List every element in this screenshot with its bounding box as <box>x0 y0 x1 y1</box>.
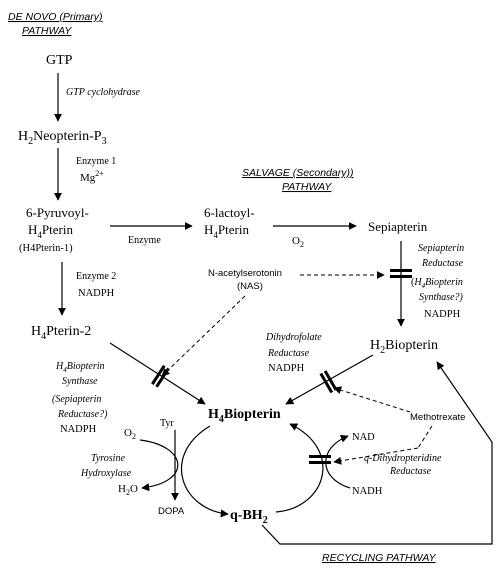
pyruvoyl-label-line2: H4Pterin <box>28 222 73 240</box>
tyrosine-hydroxylase-line2: Hydroxylase <box>80 468 132 479</box>
tyrosine-hydroxylase-line1: Tyrosine <box>91 453 125 464</box>
sepiapterin-label: Sepiapterin <box>368 219 428 234</box>
de-novo-heading-line2: PATHWAY <box>22 25 72 37</box>
nad-label: NAD <box>352 432 375 443</box>
sepiapterin-reductase-line4: Synthase?) <box>419 292 464 303</box>
de-novo-heading: DE NOVO (Primary) <box>8 11 103 23</box>
pyruvoyl-label-line3: (H4Pterin-1) <box>19 243 73 254</box>
o2-to-h2o-curve <box>139 439 179 492</box>
tyr-label: Tyr <box>160 418 174 429</box>
h4pterin2-label: H4Pterin-2 <box>31 324 91 342</box>
sepiapterin-reductase-nadph: NADPH <box>424 309 461 320</box>
dhfr-line2: Reductase <box>267 348 310 359</box>
h2o-label: H2O <box>118 483 138 497</box>
qbh2-to-h4biopterin-curve <box>275 423 324 513</box>
nas-label-line2: (NAS) <box>237 281 263 292</box>
lactoyl-label-line1: 6-lactoyl- <box>204 205 255 220</box>
recycling-pathway-arrow <box>261 361 493 545</box>
dopa-label: DOPA <box>158 506 185 517</box>
sepiapterin-reductase-line1: Sepiapterin <box>418 243 464 254</box>
o2-cofactor-label: O2 <box>292 235 304 249</box>
neopterin-label: H2Neopterin-P3 <box>18 129 107 147</box>
gtp-label: GTP <box>46 53 73 68</box>
inhibition-bar-dhfr <box>319 370 338 394</box>
sepiapterin-reductase-line3: (H4Biopterin <box>411 277 463 290</box>
sepiapterin-reductase-line2: Reductase <box>421 258 464 269</box>
methotrexate-dash-segment <box>417 425 433 449</box>
lactoyl-label-line2: H4Pterin <box>204 222 249 240</box>
inhibition-bar-qdhpr-1 <box>309 455 331 458</box>
gtp-cyclohydrase-label: GTP cyclohydrase <box>66 87 141 98</box>
methotrexate-label: Methotrexate <box>410 412 465 423</box>
h4biopterin-synthase-line3: (Sepiapterin <box>52 394 101 405</box>
salvage-heading: SALVAGE (Secondary)) <box>242 167 353 179</box>
dhfr-nadph: NADPH <box>268 363 305 374</box>
h4biopterin-to-qbh2-curve <box>180 425 229 518</box>
inhibition-bar-sepiapterin-reductase-2 <box>390 275 412 278</box>
h2biopterin-label: H2Biopterin <box>370 338 438 356</box>
h4biopterin-label: H4Biopterin <box>208 407 281 425</box>
inhibition-bar-h4biopterin-synthase <box>151 364 170 388</box>
inhibition-bar-qdhpr-2 <box>309 461 331 464</box>
enzyme1-label: Enzyme 1 <box>76 156 116 167</box>
h4biopterin-synthase-line1: H4Biopterin <box>55 361 105 374</box>
h4biopterin-synthase-line4: Reductase?) <box>57 409 108 420</box>
nas-label-line1: N-acetylserotonin <box>208 268 282 279</box>
enzyme2-label: Enzyme 2 <box>76 271 116 282</box>
recycling-heading: RECYCLING PATHWAY <box>322 552 437 564</box>
mg-cofactor-label: Mg2+ <box>80 169 104 184</box>
nadh-to-nad-curve <box>325 434 351 489</box>
nas-to-h4biopterin-synthase-arrow <box>161 295 246 377</box>
qbh2-label: q-BH2 <box>230 508 268 526</box>
qdhpr-line1: q-Dihydropteridine <box>364 453 442 464</box>
nadh-label: NADH <box>352 486 383 497</box>
pyruvoyl-label-line1: 6-Pyruvoyl- <box>26 205 89 220</box>
methotrexate-to-qdhpr-arrow <box>333 447 419 465</box>
enzyme-label: Enzyme <box>128 235 161 246</box>
methotrexate-to-dhfr-arrow <box>333 386 411 413</box>
inhibition-bar-sepiapterin-reductase-1 <box>390 269 412 272</box>
o2-substrate-label: O2 <box>124 427 136 441</box>
h4biopterin-synthase-line2: Synthase <box>62 376 98 387</box>
salvage-heading-line2: PATHWAY <box>282 181 332 193</box>
dhfr-line1: Dihydrofolate <box>265 332 322 343</box>
enzyme2-nadph-label: NADPH <box>78 288 115 299</box>
qdhpr-line2: Reductase <box>389 466 432 477</box>
h4biopterin-synthase-nadph: NADPH <box>60 424 97 435</box>
